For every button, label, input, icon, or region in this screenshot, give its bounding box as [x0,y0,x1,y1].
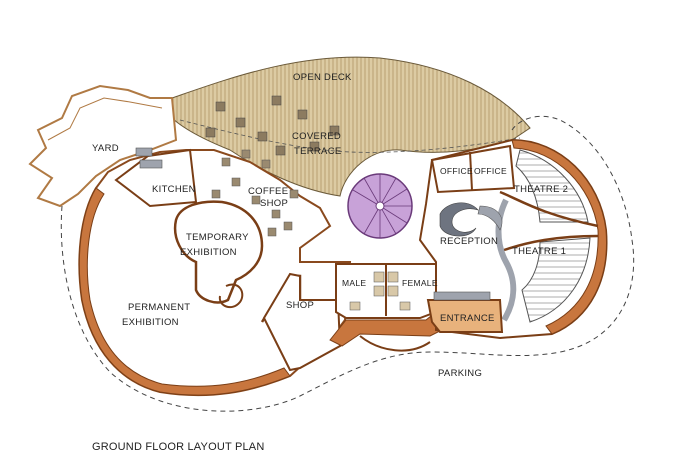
spiral-stair-core [375,201,385,211]
label-male: MALE [342,278,366,288]
plan-caption: GROUND FLOOR LAYOUT PLAN [92,441,265,453]
exhibition-outer-wall [78,187,291,396]
theatre-partition [499,190,599,252]
label-theatre-2: THEATRE 2 [514,184,568,195]
theatre1-seating [521,237,591,323]
theatre2-seating [515,149,589,223]
label-entrance: ENTRANCE [440,313,495,324]
label-temp-exhibition: EXHIBITION [180,247,237,258]
spiral-stair-treads [352,174,412,238]
label-yard: YARD [92,143,119,154]
yard-gate [135,147,153,157]
open-deck-area [171,56,531,197]
theatre-outer-wall [511,139,608,335]
reception-desk-icon [439,202,479,237]
label-shop: SHOP [286,300,314,311]
coffee-shop-tables [211,149,299,237]
label-female: FEMALE [402,278,438,288]
temporary-exhibition-curve [218,283,244,309]
yard-inner-line [47,97,163,141]
label-open-deck: OPEN DECK [293,72,352,83]
label-perm-exhibition: EXHIBITION [122,317,179,328]
label-office-2: OFFICE [474,166,507,176]
label-parking: PARKING [438,368,482,379]
yard-fence [28,84,178,208]
label-shop-coffee: SHOP [260,198,288,209]
terrace-tables [205,95,340,156]
label-reception: RECEPTION [440,236,498,247]
label-terrace: TERRACE [294,146,342,157]
canopy-curve [359,335,431,352]
label-covered: COVERED [292,131,341,142]
offices [430,144,516,194]
reception-counter [477,205,503,231]
entrance-frame [433,291,491,301]
kitchen-counter [139,159,163,169]
label-kitchen: KITCHEN [152,184,196,195]
label-permanent: PERMANENT [128,302,190,313]
terrace-dashed-line [179,119,521,153]
office-divider [469,151,473,191]
label-coffee: COFFEE [248,186,288,197]
toilet-cubicles [349,271,411,311]
label-theatre-1: THEATRE 1 [512,246,566,257]
temporary-exhibition-room [173,200,264,304]
label-temporary: TEMPORARY [186,232,249,243]
label-office-1: OFFICE [440,166,473,176]
